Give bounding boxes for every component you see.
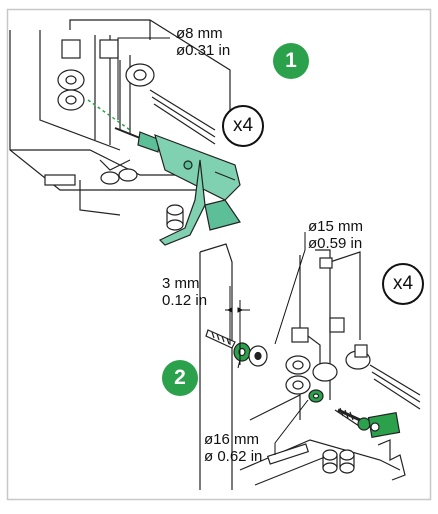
step2-head-diameter-mm: ø16 mm: [204, 431, 260, 448]
washer-icon: [233, 342, 324, 403]
step2-gap-in: 0.12 in: [162, 292, 208, 309]
step1-drill-guide: [87, 99, 131, 131]
step2-dimension-lines: [225, 232, 309, 455]
screw-icon: [337, 407, 401, 438]
step2-washer-diameter-mm: ø15 mm: [308, 218, 364, 235]
step1-leader: [117, 37, 170, 120]
step2-washer-diameter-in: ø0.59 in: [308, 235, 363, 252]
step2-quantity-badge: x4: [382, 263, 424, 305]
step2-wall-section: [199, 243, 233, 490]
step1-badge: 1: [273, 43, 309, 79]
step2-base-structure: [239, 249, 421, 486]
step1-hole-diameter-mm: ø8 mm: [176, 25, 223, 42]
drill-icon: [114, 127, 241, 246]
step2-badge: 2: [162, 360, 198, 396]
step1-quantity-badge: x4: [222, 105, 264, 147]
step1-hole-diameter-in: ø0.31 in: [176, 42, 231, 59]
wall-plug-icon: [205, 329, 236, 349]
step2-gap-mm: 3 mm: [162, 275, 200, 292]
step2-head-diameter-in: ø 0.62 in: [204, 448, 263, 465]
